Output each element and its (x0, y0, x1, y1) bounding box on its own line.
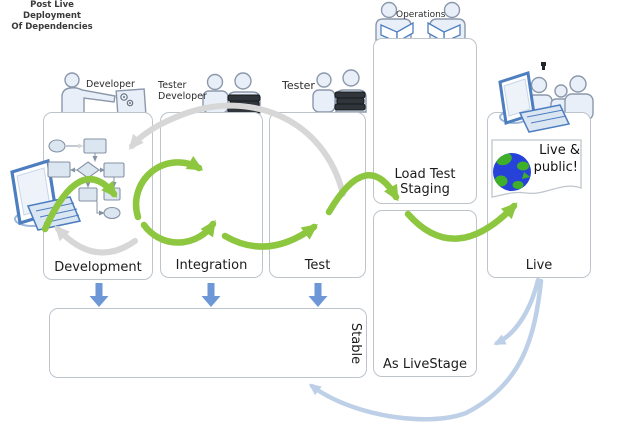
books-stack-icon (227, 94, 261, 114)
blue-arrow-development-to-stable (89, 283, 109, 307)
stage-as-livestage-label: As LiveStage (383, 357, 467, 372)
stage-integration-label: Integration (175, 258, 248, 273)
operations-label: Operations (396, 10, 446, 20)
stage-development-label: Development (54, 260, 142, 275)
stage-load-test-staging-box: Load Test Staging (373, 38, 477, 204)
pale-arrow-live-to-aslivestage (493, 277, 541, 346)
tester-developer-pair-icon (202, 72, 261, 114)
tester-label: Tester (282, 79, 315, 92)
stage-stable-label: Stable (348, 322, 364, 364)
stage-test-label: Test (304, 258, 331, 273)
stage-stable-box: Stable (49, 308, 367, 378)
tiny-figure-icon (541, 62, 546, 66)
books-stack-icon (334, 91, 366, 111)
stage-as-livestage-box: As LiveStage (373, 210, 477, 377)
blue-arrow-test-to-stable (308, 283, 328, 307)
stage-live-label: Live (525, 258, 553, 273)
operations-pair-icon (375, 1, 466, 44)
stage-load-test-staging-label: Load Test Staging (394, 167, 456, 197)
stage-integration-box: Integration (160, 112, 263, 278)
developer-label: Developer (86, 79, 135, 90)
stage-development-box: Development (43, 112, 153, 280)
stage-test-box: Test (269, 112, 366, 278)
post-live-deployment-label: Post Live Deployment Of Dependencies (11, 0, 93, 32)
blue-arrow-integration-to-stable (201, 283, 221, 307)
stage-live-box: Live (487, 112, 591, 278)
tester-developer-label: Tester Developer (158, 80, 207, 102)
tester-pair-icon (312, 69, 367, 113)
